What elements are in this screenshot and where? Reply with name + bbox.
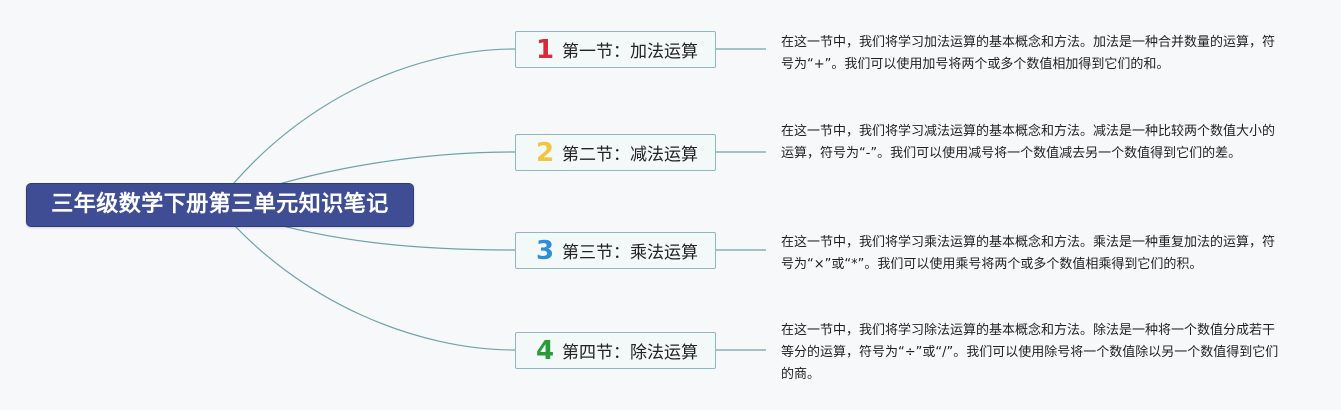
section-label-2: 第二节：减法运算 — [562, 145, 698, 165]
section-label-3: 第三节：乘法运算 — [562, 243, 698, 263]
section-number-2: 2 — [535, 137, 555, 168]
connector-root-to-section-4 — [215, 204, 516, 351]
section-node-4[interactable]: 4 第四节：除法运算 — [515, 332, 716, 369]
section-label-1: 第一节：加法运算 — [562, 42, 698, 62]
section-label-4: 第四节：除法运算 — [562, 343, 698, 363]
section-number-1: 1 — [535, 34, 555, 65]
section-node-1[interactable]: 1 第一节：加法运算 — [515, 31, 716, 68]
root-topic[interactable]: 三年级数学下册第三单元知识笔记 — [26, 183, 414, 227]
section-node-2[interactable]: 2 第二节：减法运算 — [515, 134, 716, 171]
section-description-4: 在这一节中，我们将学习除法运算的基本概念和方法。除法是一种将一个数值分成若干等分… — [781, 323, 1279, 382]
section-number-4: 4 — [535, 335, 555, 366]
section-description-2: 在这一节中，我们将学习减法运算的基本概念和方法。减法是一种比较两个数值大小的运算… — [781, 124, 1276, 161]
section-number-3: 3 — [535, 235, 555, 266]
section-description-3: 在这一节中，我们将学习乘法运算的基本概念和方法。乘法是一种重复加法的运算，符号为… — [781, 235, 1276, 272]
section-node-3[interactable]: 3 第三节：乘法运算 — [515, 232, 716, 269]
section-description-1: 在这一节中，我们将学习加法运算的基本概念和方法。加法是一种合并数量的运算，符号为… — [781, 35, 1276, 72]
connector-root-to-section-1 — [215, 48, 516, 206]
